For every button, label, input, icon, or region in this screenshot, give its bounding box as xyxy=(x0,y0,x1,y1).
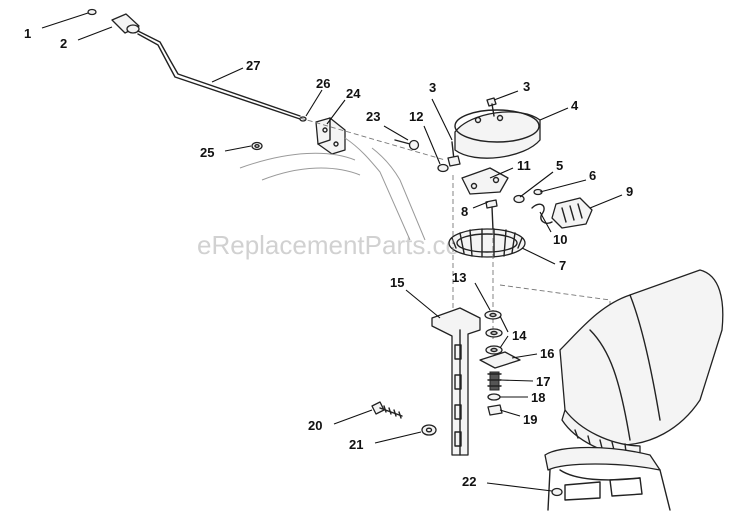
callout-22: 22 xyxy=(462,474,476,489)
callout-6: 6 xyxy=(589,168,596,183)
callout-17: 17 xyxy=(536,374,550,389)
chute-cap-assembly xyxy=(447,97,541,167)
callout-24: 24 xyxy=(346,86,361,101)
callout-2: 2 xyxy=(60,36,67,51)
callout-25: 25 xyxy=(200,145,214,160)
callout-21: 21 xyxy=(349,437,363,452)
callout-20: 20 xyxy=(308,418,322,433)
callout-11: 11 xyxy=(517,158,531,173)
leader-lines xyxy=(41,12,623,492)
callout-12: 12 xyxy=(409,109,423,124)
pawl-assembly xyxy=(513,188,593,229)
callout-7: 7 xyxy=(559,258,566,273)
callout-labels: 1 2 27 26 24 25 23 3 3 4 12 11 5 6 9 8 1… xyxy=(24,26,633,489)
callout-4: 4 xyxy=(571,98,579,113)
callout-18: 18 xyxy=(531,390,545,405)
callout-1: 1 xyxy=(24,26,31,41)
callout-5: 5 xyxy=(556,158,563,173)
callout-26: 26 xyxy=(316,76,330,91)
crank-handle-assembly xyxy=(87,8,307,122)
alignment-lines xyxy=(299,117,611,340)
callout-27: 27 xyxy=(246,58,260,73)
callout-3-right: 3 xyxy=(523,79,530,94)
callout-8: 8 xyxy=(461,204,468,219)
chute-post-assembly xyxy=(431,307,521,456)
watermark: eReplacementParts.com xyxy=(197,230,482,260)
discharge-chute xyxy=(544,269,724,511)
callout-19: 19 xyxy=(523,412,537,427)
handle-frame-outline xyxy=(239,137,426,241)
ring-gear xyxy=(448,228,526,258)
callout-14: 14 xyxy=(512,328,527,343)
callout-9: 9 xyxy=(626,184,633,199)
callout-16: 16 xyxy=(540,346,554,361)
callout-15: 15 xyxy=(390,275,404,290)
callout-10: 10 xyxy=(553,232,567,247)
mount-hardware xyxy=(371,401,563,497)
gear-bracket-assembly xyxy=(437,163,509,231)
callout-23: 23 xyxy=(366,109,380,124)
callout-13: 13 xyxy=(452,270,466,285)
callout-3-left: 3 xyxy=(429,80,436,95)
mount-bracket-assembly xyxy=(251,117,420,155)
